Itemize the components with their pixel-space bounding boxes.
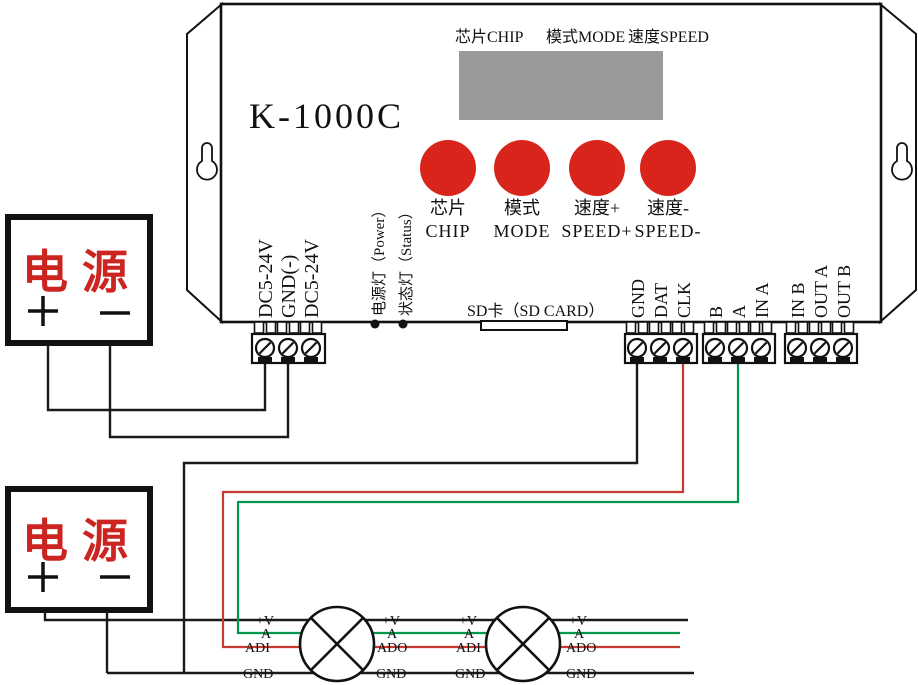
terminal-label-out-b: OUT B: [834, 265, 854, 318]
mode-button: [494, 140, 550, 196]
terminal-block-io: [783, 321, 859, 365]
terminal-block-data: [623, 321, 699, 365]
pixel1-in-a-label: A: [261, 627, 272, 642]
pixel1-out-ado-label: ADO: [377, 641, 407, 656]
pixel1-out-a-label: A: [387, 627, 398, 642]
speed-minus-button: [640, 140, 696, 196]
screw-icon: [254, 337, 276, 359]
wire-gnd: [182, 363, 639, 673]
screw-icon: [277, 337, 299, 359]
header-chip-label: 芯片CHIP: [455, 28, 524, 46]
terminal-label-out-a: OUT A: [811, 265, 831, 318]
power-supply-1-label: 电源: [22, 247, 142, 298]
wire-v-plus-rail: [43, 610, 688, 622]
status-led-icon: [398, 319, 408, 329]
pixel2-out-a-label: A: [574, 627, 585, 642]
wire-data-red: [221, 363, 685, 649]
header-speed-label: 速度SPEED: [628, 28, 709, 46]
power-led-icon: [370, 319, 380, 329]
power-supply-2-label: 电源: [22, 516, 142, 567]
screw-icon: [750, 337, 772, 359]
terminal-label-clk: CLK: [674, 282, 694, 318]
wires: [43, 344, 740, 675]
pixel2-in-gnd-label: GND: [455, 667, 485, 682]
terminal-block-ab: [701, 321, 777, 365]
terminal-labels: DC5-24V GND(-) DC5-24V 电源灯（Power） 状态灯（St…: [255, 203, 854, 318]
pixel1-in-adi-label: ADI: [245, 641, 270, 656]
pixel2-in-a-label: A: [464, 627, 475, 642]
wire-a-green: [236, 363, 740, 635]
sd-slot: [480, 320, 568, 331]
left-keyhole-icon: [196, 142, 218, 181]
terminal-label-gnd: GND: [628, 279, 648, 318]
speed-minus-button-label-en: SPEED-: [634, 221, 701, 241]
speed-minus-button-label-cn: 速度-: [647, 198, 689, 218]
terminal-label-a: A: [729, 305, 749, 318]
led-pixels: [298, 605, 562, 683]
plus-icon: [28, 296, 58, 326]
terminal-label-dat: DAT: [651, 283, 671, 318]
pixel-1-x-icon: [310, 617, 364, 671]
screw-icon: [626, 337, 648, 359]
pixel2-in-adi-label: ADI: [456, 641, 481, 656]
plus-icon: [28, 562, 58, 592]
terminal-block-power: [250, 321, 327, 365]
terminal-label-dc1: DC5-24V: [255, 239, 277, 318]
pixel2-out-gnd-label: GND: [566, 667, 596, 682]
mode-button-label-cn: 模式: [504, 198, 540, 218]
button-panel: 芯片 CHIP 模式 MODE 速度+ SPEED+ 速度- SPEED-: [420, 140, 701, 241]
status-led-label: 状态灯（Status）: [398, 204, 415, 316]
pixel1-out-gnd-label: GND: [376, 667, 406, 682]
terminal-label-in-b: IN B: [788, 283, 808, 319]
wire-psu1-minus: [108, 344, 290, 439]
speed-plus-button-label-en: SPEED+: [561, 221, 632, 241]
speed-plus-button: [569, 140, 625, 196]
chip-button-label-cn: 芯片: [430, 198, 466, 218]
chip-button: [420, 140, 476, 196]
wire-psu1-plus: [46, 344, 267, 412]
lcd-screen: [459, 51, 663, 120]
pixel-2-x-icon: [496, 617, 550, 671]
right-keyhole-icon: [891, 142, 913, 181]
pixel1-in-vplus-label: +V: [256, 614, 274, 629]
pixel2-out-vplus-label: +V: [569, 614, 587, 629]
speed-plus-button-label-cn: 速度+: [574, 198, 620, 218]
terminal-label-in-a: IN A: [752, 283, 772, 319]
pixel1-out-vplus-label: +V: [382, 614, 400, 629]
screw-icon: [300, 337, 322, 359]
screw-icon: [649, 337, 671, 359]
screw-icon: [672, 337, 694, 359]
screw-icon: [786, 337, 808, 359]
pixel-wire-labels: +V A ADI GND +V A ADO GND +V A ADI GND +…: [243, 614, 596, 682]
screw-icon: [832, 337, 854, 359]
screw-icon: [809, 337, 831, 359]
display-header: 芯片CHIP 模式MODE 速度SPEED: [455, 28, 709, 46]
sd-slot-label: SD卡（SD CARD）: [467, 302, 604, 320]
power-supply-2: 电源: [5, 486, 153, 613]
screw-icon: [727, 337, 749, 359]
power-led-label: 电源灯（Power）: [371, 203, 388, 316]
model-label: K-1000C: [249, 96, 404, 136]
pixel2-out-ado-label: ADO: [566, 641, 596, 656]
mode-button-label-en: MODE: [494, 221, 551, 241]
screw-icon: [704, 337, 726, 359]
terminal-label-dc2: DC5-24V: [301, 239, 323, 318]
header-mode-label: 模式MODE: [546, 28, 625, 46]
terminal-label-b: B: [706, 306, 726, 318]
terminal-label-gnd-minus: GND(-): [278, 255, 300, 318]
power-supply-1: 电源: [5, 214, 153, 346]
pixel2-in-vplus-label: +V: [459, 614, 477, 629]
pixel1-in-gnd-label: GND: [243, 667, 273, 682]
chip-button-label-en: CHIP: [425, 221, 470, 241]
